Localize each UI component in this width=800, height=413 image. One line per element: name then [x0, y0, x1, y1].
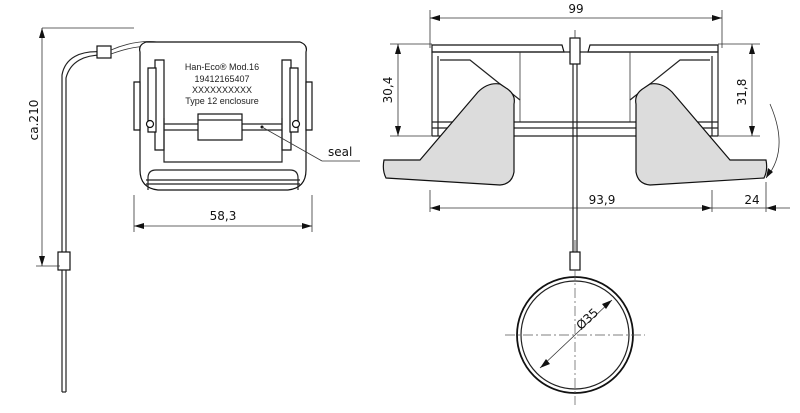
base-width-dimension: 93,9 — [589, 193, 616, 207]
seal-ring-crimp — [569, 251, 581, 271]
seal-block — [197, 113, 243, 141]
wire-crimp-bottom — [57, 251, 71, 271]
housing-top — [431, 44, 565, 53]
serial-label: XXXXXXXXXX — [192, 85, 252, 95]
product-name-label: Han-Eco® Mod.16 — [185, 62, 259, 72]
left-height-dimension: 30,4 — [381, 77, 395, 104]
ring-diameter-dimension: Ø35 — [573, 306, 601, 333]
side-view: 99 30,4 31,8 — [381, 2, 790, 405]
right-latch — [305, 81, 313, 131]
overall-width-dimension: 99 — [568, 2, 583, 16]
front-view: ca.210 Han-Eco® Mod.16 19412165407 XXXXX… — [27, 27, 360, 393]
right-height-dimension: 31,8 — [735, 79, 749, 106]
seal-callout: seal — [328, 145, 352, 159]
flange-width-dimension: 24 — [744, 193, 759, 207]
right-clamp-arm — [635, 83, 768, 186]
left-latch — [133, 81, 141, 131]
part-number-label: 19412165407 — [194, 74, 249, 84]
seal-wire — [61, 51, 104, 255]
seal-top-clip — [569, 37, 581, 65]
enclosure-type-label: Type 12 enclosure — [185, 96, 259, 106]
front-width-dimension: 58,3 — [210, 209, 237, 223]
left-clamp-arm — [382, 83, 515, 186]
wire-crimp-top — [96, 45, 112, 59]
cable-length-dimension: ca.210 — [27, 100, 41, 141]
